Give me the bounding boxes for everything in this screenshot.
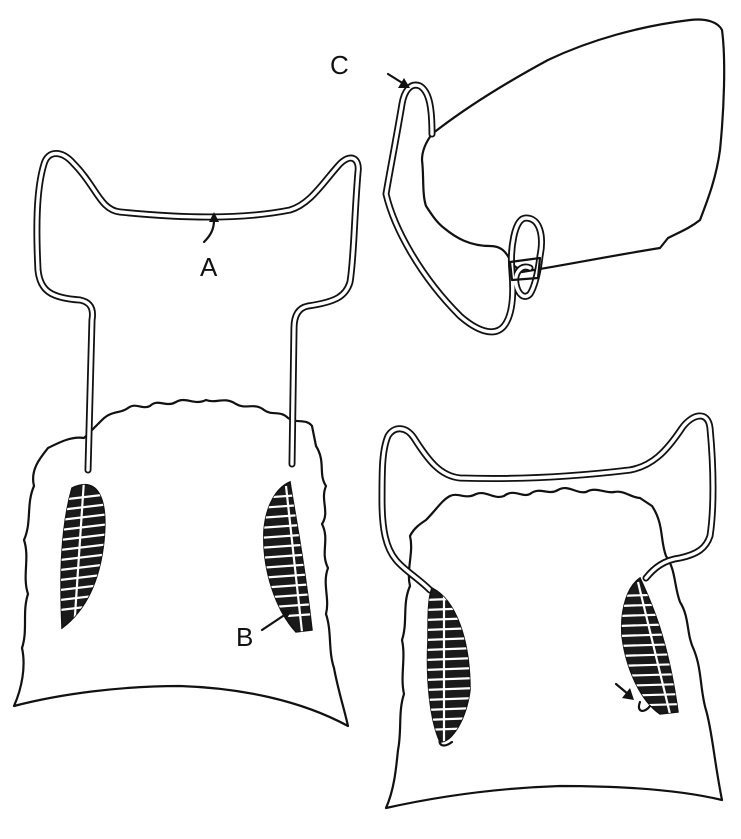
side-view-plate	[422, 19, 724, 272]
label-b: B	[236, 622, 253, 652]
side-view-appliance	[386, 19, 724, 331]
label-c: C	[330, 50, 349, 80]
left-appliance	[14, 154, 358, 727]
arrow-a	[204, 220, 214, 242]
label-a: A	[200, 252, 218, 282]
right-appliance	[382, 416, 722, 808]
